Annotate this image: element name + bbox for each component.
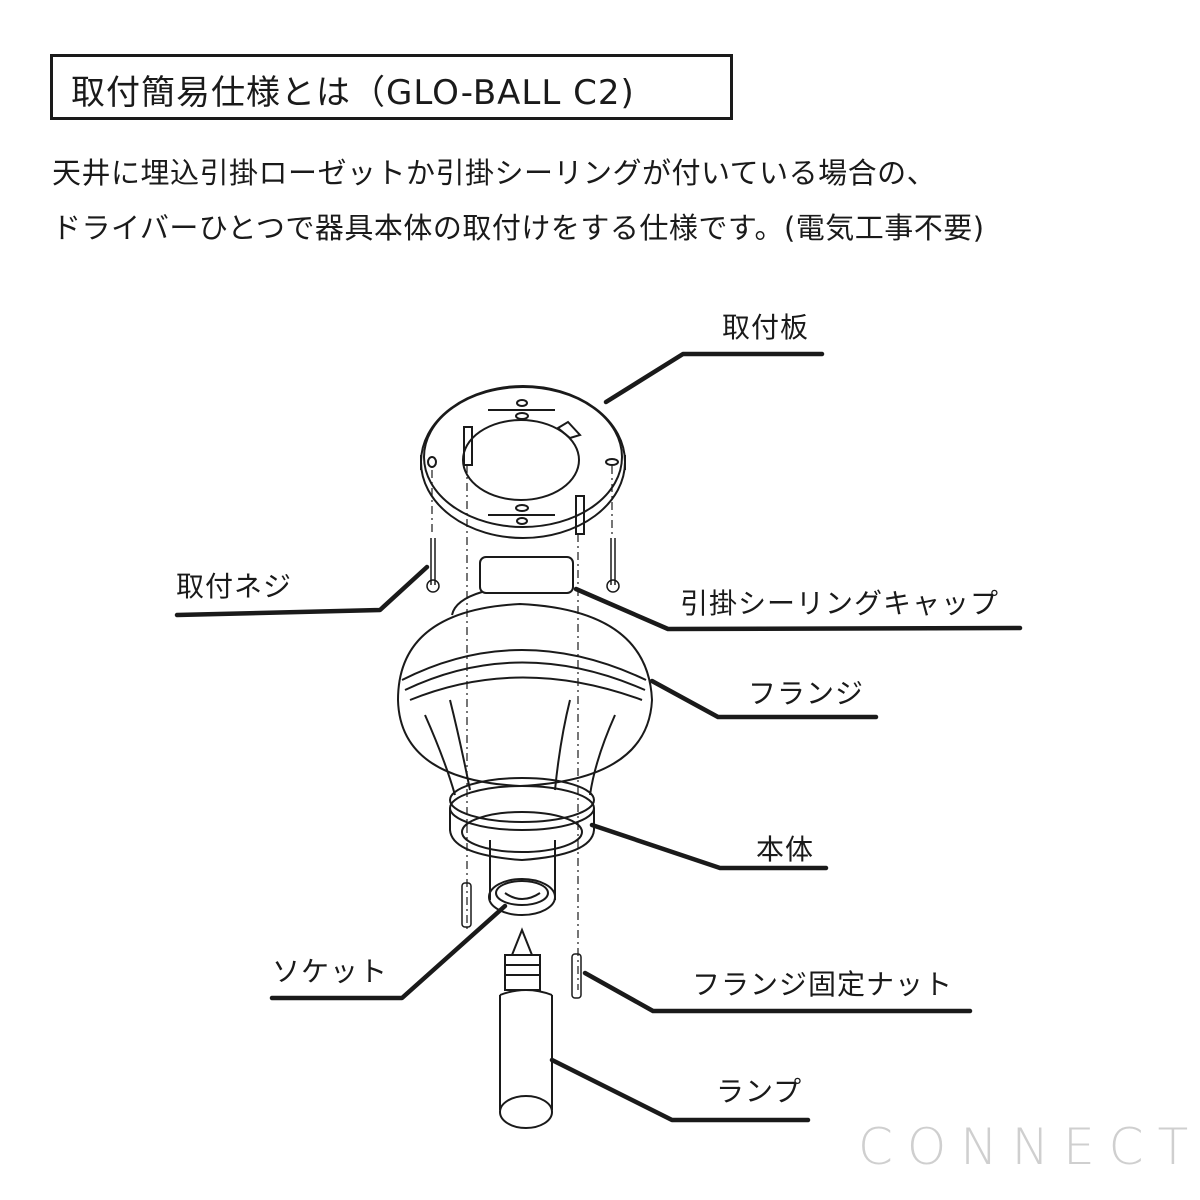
flange-drawing bbox=[397, 602, 653, 788]
title-box: 取付簡易仕様とは（GLO-BALL C2) bbox=[50, 54, 733, 120]
label-flange-nut: フランジ固定ナット bbox=[692, 968, 954, 1001]
label-body: 本体 bbox=[756, 833, 815, 866]
leader-lines bbox=[174, 351, 1023, 1123]
alignment-guides bbox=[431, 465, 613, 990]
socket-drawing bbox=[488, 840, 556, 916]
description-line-1: 天井に埋込引掛ローゼットか引掛シーリングが付いている場合の、 bbox=[52, 156, 937, 190]
brand-watermark: CONNECT bbox=[858, 1118, 1200, 1176]
lamp-drawing bbox=[499, 927, 553, 1129]
label-mounting-plate: 取付板 bbox=[722, 311, 810, 344]
label-ceiling-cap: 引掛シーリングキャップ bbox=[680, 587, 1000, 620]
mounting-plate-drawing bbox=[420, 385, 626, 539]
label-mounting-screw: 取付ネジ bbox=[176, 570, 293, 603]
flange-nuts-drawing bbox=[461, 882, 582, 999]
page-title: 取付簡易仕様とは（GLO-BALL C2) bbox=[71, 73, 635, 113]
body-drawing bbox=[424, 699, 616, 862]
label-flange: フランジ bbox=[748, 677, 865, 710]
label-lamp: ランプ bbox=[716, 1075, 803, 1108]
label-socket: ソケット bbox=[272, 955, 389, 988]
description-line-2: ドライバーひとつで器具本体の取付けをする仕様です。(電気工事不要) bbox=[52, 211, 985, 245]
mounting-screws-drawing bbox=[426, 538, 620, 593]
ceiling-cap-drawing bbox=[451, 556, 574, 616]
